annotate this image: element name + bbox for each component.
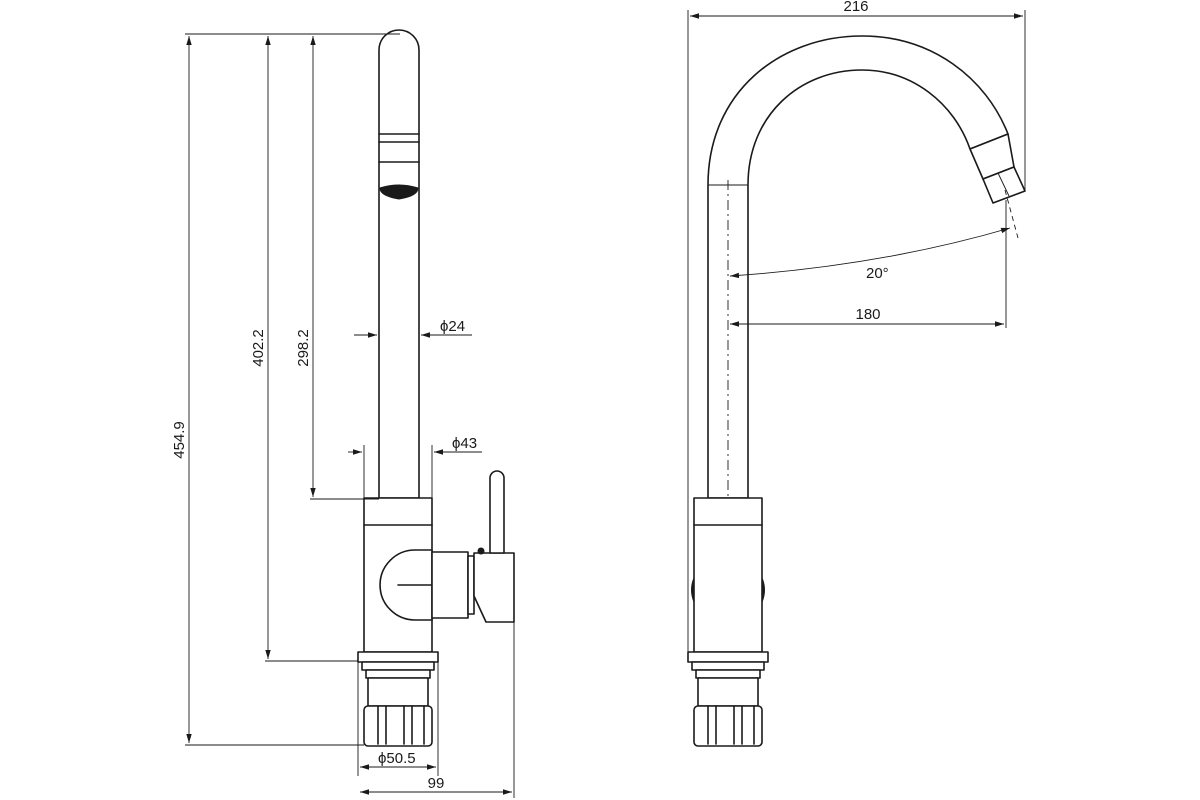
dim-24-label: ϕ24 xyxy=(440,318,465,335)
dim-454-label: 454.9 xyxy=(171,421,188,459)
front-body xyxy=(693,497,763,653)
side-handle-lever xyxy=(489,470,505,554)
front-base-ring-top xyxy=(687,651,769,663)
front-base-ring-mid xyxy=(691,661,765,671)
side-base-ring-top xyxy=(357,651,439,663)
front-side-knob-left xyxy=(691,577,695,603)
side-view: 454.9 402.2 298.2 ϕ24 ϕ43 ϕ50.5 99 xyxy=(171,29,515,798)
dim-50-label: ϕ50.5 xyxy=(378,750,416,767)
side-handle-block xyxy=(473,552,515,623)
front-view: 216 20° 180 xyxy=(687,0,1026,747)
side-cartridge-nut xyxy=(431,551,469,619)
side-base-ring-mid xyxy=(361,661,435,671)
side-shank xyxy=(367,677,429,707)
dim-402-label: 402.2 xyxy=(250,329,267,367)
side-screw xyxy=(477,547,485,555)
front-nozzle-inner-line xyxy=(997,172,1010,197)
side-nut-ring xyxy=(467,555,475,615)
front-bottom-fastener xyxy=(693,705,763,747)
dim-43-label: ϕ43 xyxy=(452,435,477,452)
side-base-ring-low xyxy=(365,669,431,679)
dim-99-label: 99 xyxy=(428,775,445,792)
dim-angle-arc xyxy=(729,227,1011,279)
side-bottom-fastener xyxy=(363,705,433,747)
dim-180-label: 180 xyxy=(855,306,880,323)
dim-216-label: 216 xyxy=(843,0,868,15)
front-gooseneck-spout xyxy=(707,35,1009,499)
front-base-ring-low xyxy=(695,669,761,679)
dim-298-label: 298.2 xyxy=(295,329,312,367)
front-side-knob-right xyxy=(761,577,765,603)
side-spout-aerator xyxy=(379,184,419,200)
side-spout-tube xyxy=(378,29,420,499)
front-shank xyxy=(697,677,759,707)
dim-angle-label: 20° xyxy=(866,265,889,282)
